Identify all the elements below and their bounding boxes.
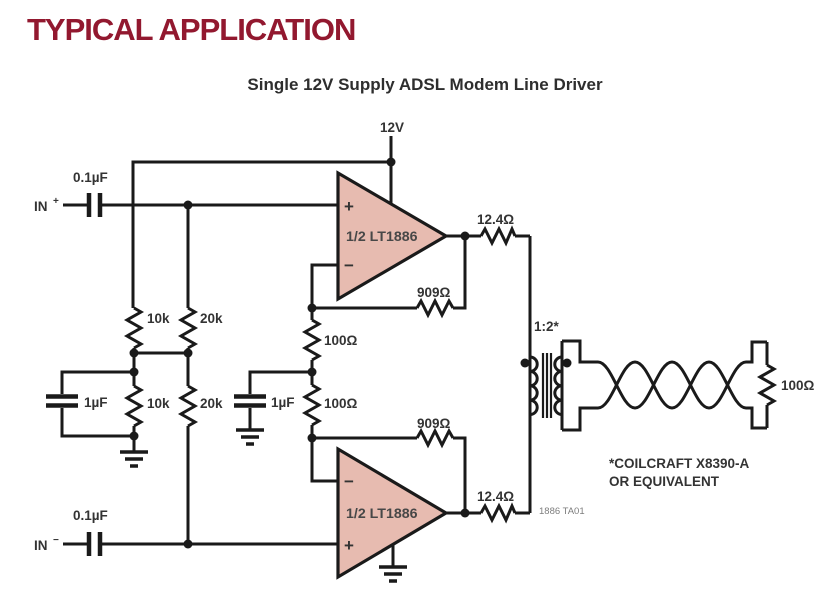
junction-dot <box>307 303 317 313</box>
twisted-pair-wire-a <box>597 340 767 410</box>
opamp-bottom-minus: − <box>344 472 354 491</box>
junction-dot <box>183 348 193 358</box>
opamp-top: + − 1/2 LT1886 <box>336 170 450 302</box>
cap-bias-filter-label: 1µF <box>84 395 108 410</box>
junction-dot <box>460 508 470 518</box>
capacitor-mid-filter <box>234 394 266 408</box>
res-feedback-bottom-label: 909Ω <box>417 416 451 431</box>
wire-bias-cap-loop <box>60 370 134 438</box>
ground-symbol-mid <box>236 428 264 446</box>
capacitor-symbols <box>46 193 266 556</box>
junction-dot <box>183 200 193 210</box>
opamp-top-label: 1/2 LT1886 <box>346 229 418 245</box>
opamp-bottom-body <box>336 446 450 580</box>
in-minus-sign: − <box>53 535 59 546</box>
cap-input-top-label: 0.1µF <box>73 170 108 185</box>
res-bias-upper-right-label: 20k <box>200 311 223 326</box>
transformer-note-line1: *COILCRAFT X8390-A <box>609 456 750 471</box>
res-line-load-label: 100Ω <box>781 378 815 393</box>
junction-dot <box>307 433 317 443</box>
supply-label: 12V <box>380 120 404 135</box>
transformer-secondary-steps <box>562 339 598 432</box>
resistor-feedback-bottom <box>415 427 455 449</box>
resistor-bias-lower-left <box>123 384 145 428</box>
junction-dot <box>129 348 139 358</box>
resistor-bias-lower-right <box>177 384 199 428</box>
resistor-symbols <box>123 225 778 524</box>
transformer <box>520 339 598 432</box>
figure-id-label: 1886 TA01 <box>539 506 585 517</box>
transformer-primary-phase-dot <box>520 358 530 368</box>
opamp-top-plus: + <box>344 197 354 216</box>
resistor-gain-bottom <box>301 383 323 427</box>
res-feedback-top-label: 909Ω <box>417 285 451 300</box>
junction-dot <box>386 157 396 167</box>
res-output-top-label: 12.4Ω <box>477 212 514 227</box>
in-plus-sign: + <box>53 196 59 207</box>
junction-dots <box>129 157 470 549</box>
junction-dot <box>129 367 139 377</box>
wire-top-bias-line <box>131 160 391 308</box>
res-bias-lower-right-label: 20k <box>200 396 223 411</box>
in-minus-label: IN <box>34 538 48 553</box>
labels: 12V IN + IN − 0.1µF 0.1µF 1µF 1µF 10k 20… <box>34 120 815 553</box>
twisted-pair-wire-b <box>597 360 767 430</box>
wire-feedback-bottom <box>312 436 467 513</box>
in-plus-label: IN <box>34 199 48 214</box>
transformer-core <box>541 353 553 418</box>
ground-symbol-bias <box>120 450 148 468</box>
transformer-secondary-phase-dot <box>562 358 572 368</box>
resistor-bias-upper-right <box>177 306 199 350</box>
res-gain-top-label: 100Ω <box>324 333 358 348</box>
twisted-pair-cable <box>597 340 769 430</box>
opamp-top-minus: − <box>344 256 354 275</box>
resistor-line-load <box>756 363 778 407</box>
junction-dot <box>460 231 470 241</box>
circuit-subtitle: Single 12V Supply ADSL Modem Line Driver <box>247 75 603 94</box>
capacitor-bias-filter <box>46 394 78 408</box>
opamp-top-body <box>336 170 450 302</box>
cap-mid-filter-label: 1µF <box>271 395 295 410</box>
wire-mid-cap <box>248 370 312 430</box>
transformer-note-line2: OR EQUIVALENT <box>609 474 720 489</box>
cap-input-bottom-label: 0.1µF <box>73 508 108 523</box>
opamp-bottom-label: 1/2 LT1886 <box>346 506 418 522</box>
res-bias-upper-left-label: 10k <box>147 311 170 326</box>
resistor-output-top <box>479 225 517 247</box>
ground-symbols <box>120 428 407 583</box>
junction-dot <box>307 367 317 377</box>
ground-symbol-amp2 <box>379 565 407 583</box>
capacitor-input-top <box>86 193 103 217</box>
res-output-bottom-label: 12.4Ω <box>477 489 514 504</box>
resistor-bias-upper-left <box>123 306 145 350</box>
res-bias-lower-left-label: 10k <box>147 396 170 411</box>
capacitor-input-bottom <box>86 532 103 556</box>
opamp-bottom: − 1/2 LT1886 + <box>336 446 450 580</box>
transformer-ratio-label: 1:2* <box>534 319 560 334</box>
wire-feedback-top <box>312 236 467 310</box>
resistor-gain-top <box>301 318 323 362</box>
page-title: TYPICAL APPLICATION <box>27 12 356 47</box>
resistor-feedback-top <box>415 297 455 319</box>
transformer-primary-winding <box>529 355 539 417</box>
resistor-output-bottom <box>479 502 517 524</box>
wire-amp1-inverting <box>310 263 338 308</box>
junction-dot <box>129 431 139 441</box>
junction-dot <box>183 539 193 549</box>
res-gain-bottom-label: 100Ω <box>324 396 358 411</box>
opamp-bottom-plus: + <box>344 536 354 555</box>
